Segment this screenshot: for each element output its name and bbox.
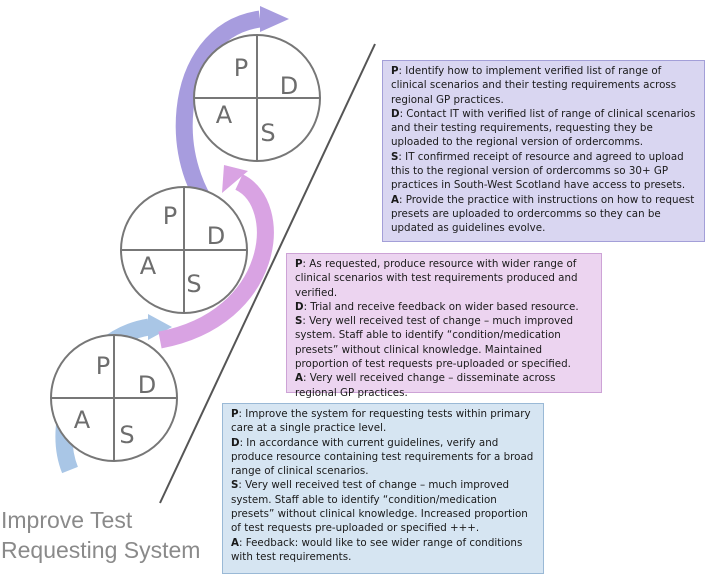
do-item: D: In accordance with current guidelines…: [231, 436, 539, 479]
plan-letter: P: [96, 352, 110, 380]
plan-letter: P: [234, 54, 248, 82]
study-item: S: Very well received test of change – m…: [231, 478, 539, 535]
cycle3-description-box: P: Identify how to implement verified li…: [382, 60, 705, 242]
item-key: D: [231, 436, 240, 449]
cycle2-description-box: P: As requested, produce resource with w…: [286, 253, 602, 399]
item-key: P: [295, 258, 303, 270]
cycle2-arrow: [158, 165, 274, 349]
act-letter: A: [74, 406, 91, 434]
item-text: : In accordance with current guidelines,…: [231, 436, 534, 478]
item-text: : Improve the system for requesting test…: [231, 408, 531, 435]
title-line-1: Improve Test: [1, 507, 133, 533]
timeline-line: [159, 43, 376, 504]
item-key: S: [295, 315, 303, 328]
study-item: S: Very well received test of change – m…: [295, 314, 597, 371]
item-text: : Feedback: would like to see wider rang…: [231, 536, 523, 563]
do-item: D: Contact IT with verified list of rang…: [391, 107, 700, 150]
item-key: S: [231, 479, 239, 492]
cycle1-description-box: P: Improve the system for requesting tes…: [222, 403, 544, 574]
pdsa-circle-3: P D A S: [193, 34, 321, 162]
study-letter: S: [260, 119, 275, 147]
do-letter: D: [138, 371, 156, 399]
act-letter: A: [216, 101, 233, 129]
act-item: A: Very well received change – dissemina…: [295, 371, 597, 400]
act-item: A: Provide the practice with instruction…: [391, 193, 700, 236]
item-text: : Very well received test of change – mu…: [295, 315, 574, 371]
plan-letter: P: [163, 202, 177, 230]
item-text: : As requested, produce resource with wi…: [295, 258, 578, 299]
item-key: D: [391, 107, 400, 120]
plan-item: P: As requested, produce resource with w…: [295, 257, 597, 300]
act-item: A: Feedback: would like to see wider ran…: [231, 536, 539, 565]
page-title: Improve Test Requesting System: [1, 505, 216, 565]
plan-item: P: Improve the system for requesting tes…: [231, 407, 539, 436]
item-key: S: [391, 150, 399, 163]
pdsa-circle-2: P D A S: [120, 186, 248, 314]
item-key: A: [231, 536, 239, 549]
item-key: P: [391, 65, 399, 77]
pdsa-circle-1: P D A S: [50, 334, 178, 462]
item-key: D: [295, 300, 304, 313]
item-text: : Trial and receive feedback on wider ba…: [303, 300, 579, 313]
item-text: : Very well received test of change – mu…: [231, 479, 528, 535]
act-letter: A: [140, 252, 157, 280]
do-item: D: Trial and receive feedback on wider b…: [295, 300, 597, 314]
item-key: A: [391, 193, 399, 206]
item-text: : Provide the practice with instructions…: [391, 193, 695, 235]
item-text: : IT confirmed receipt of resource and a…: [391, 150, 686, 192]
item-key: A: [295, 372, 303, 385]
item-text: : Contact IT with verified list of range…: [391, 107, 696, 149]
do-letter: D: [207, 222, 225, 250]
title-line-2: Requesting System: [1, 537, 201, 563]
study-letter: S: [186, 270, 201, 298]
item-key: P: [231, 408, 239, 420]
item-text: : Identify how to implement verified lis…: [391, 65, 677, 106]
plan-item: P: Identify how to implement verified li…: [391, 64, 700, 107]
study-item: S: IT confirmed receipt of resource and …: [391, 150, 700, 193]
item-text: : Very well received change – disseminat…: [295, 372, 556, 399]
study-letter: S: [119, 421, 134, 449]
do-letter: D: [280, 72, 298, 100]
